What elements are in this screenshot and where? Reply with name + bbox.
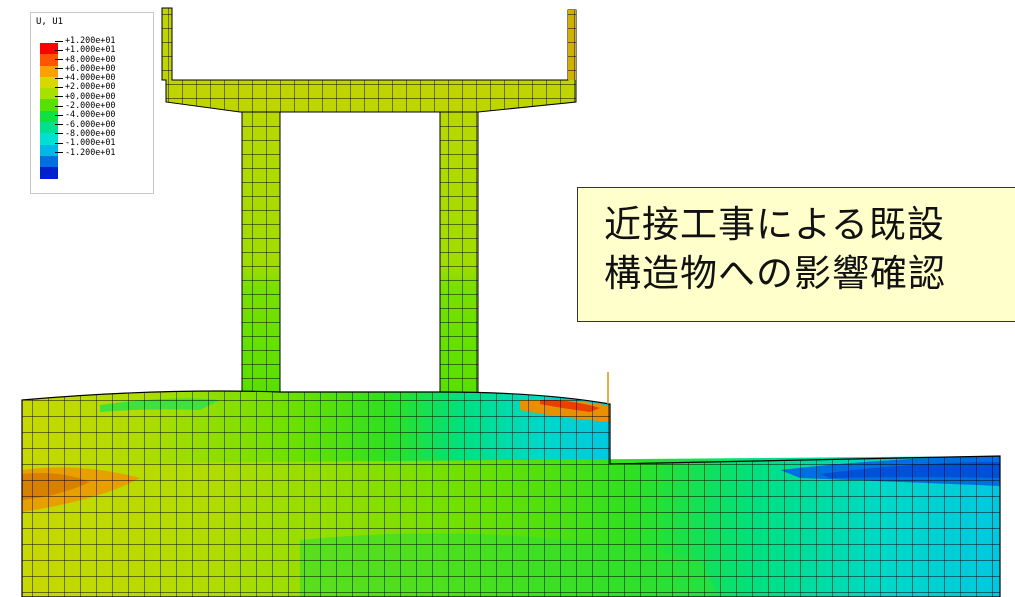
legend-swatch xyxy=(40,43,58,55)
legend-label: +8.000e+00 xyxy=(55,54,115,64)
legend-swatch xyxy=(40,110,58,123)
color-legend: U, U1 +1.200e+01 +1.000e+01 +8.000e+00 +… xyxy=(30,12,154,194)
superstructure xyxy=(161,7,577,113)
legend-swatch xyxy=(40,144,58,156)
legend-label: -2.000e+00 xyxy=(55,100,115,110)
legend-swatch xyxy=(40,99,58,111)
legend-color-bar xyxy=(40,43,58,179)
legend-label: -4.000e+00 xyxy=(55,110,115,119)
legend-label: +0.000e+00 xyxy=(55,91,115,101)
legend-label: -1.000e+01 xyxy=(55,137,115,147)
legend-label: -6.000e+00 xyxy=(55,119,115,129)
legend-swatch xyxy=(40,76,58,89)
legend-label: +6.000e+00 xyxy=(55,63,115,73)
caption-line-1: 近接工事による既設 xyxy=(604,203,945,246)
legend-swatch xyxy=(40,167,58,179)
legend-label: +1.200e+01 xyxy=(55,35,115,45)
legend-labels: +1.200e+01 +1.000e+01 +8.000e+00 +6.000e… xyxy=(55,35,115,157)
legend-swatch xyxy=(40,54,58,66)
legend-label: +1.000e+01 xyxy=(55,44,115,54)
legend-swatch xyxy=(40,122,58,134)
legend-label: -8.000e+00 xyxy=(55,128,115,138)
legend-swatch xyxy=(40,65,58,77)
legend-label: +4.000e+00 xyxy=(55,72,115,82)
caption-line-2: 構造物への影響確認 xyxy=(604,252,946,295)
columns xyxy=(241,111,479,395)
legend-title: U, U1 xyxy=(36,17,64,27)
caption-callout: 近接工事による既設 構造物への影響確認 xyxy=(577,187,1015,322)
legend-label: +2.000e+00 xyxy=(55,82,115,91)
legend-label: -1.200e+01 xyxy=(55,147,115,157)
legend-swatch xyxy=(40,155,58,168)
legend-swatch xyxy=(40,133,58,145)
legend-swatch xyxy=(40,88,58,100)
